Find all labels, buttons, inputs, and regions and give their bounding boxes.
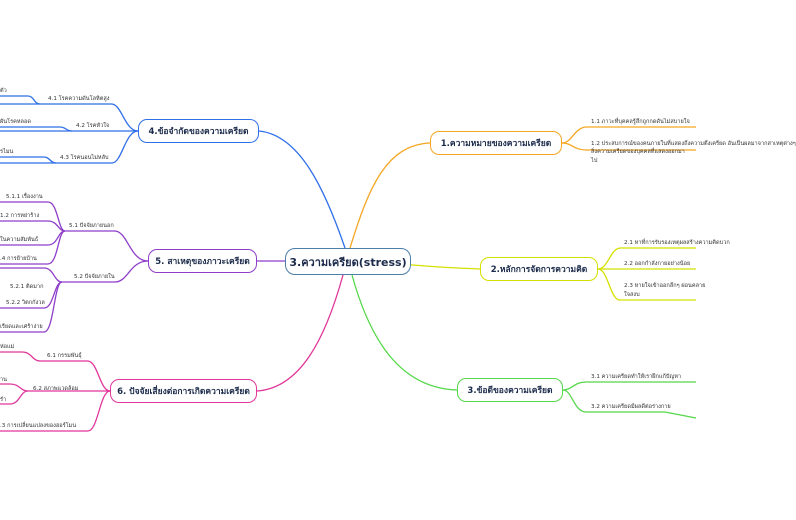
leaf-3-2[interactable]: 3.2 ความเครียดมีผลดีต่อร่างกาย: [591, 404, 671, 410]
branch-5-label: 5. สาเหตุของภาวะเครียด: [155, 257, 250, 267]
leaf-4-3[interactable]: 4.3 โรคนอนไม่หลับ: [60, 155, 109, 161]
branch-1-label: 1.ความหมายของความเครียด: [440, 139, 552, 149]
leaf-4-2-1[interactable]: ผันโรคหลอด: [0, 119, 31, 125]
leaf-2-3-cont: ใจสงบ: [624, 292, 640, 298]
branch-node-4[interactable]: 4.ข้อจำกัดของความเครียด: [138, 119, 259, 143]
branch-node-5[interactable]: 5. สาเหตุของภาวะเครียด: [148, 249, 257, 273]
leaf-6-2-2[interactable]: รำ: [0, 397, 7, 403]
branch-6-label: 6. ปัจจัยเสี่ยงต่อการเกิดความเครียด: [117, 387, 250, 397]
root-label: 3.ความเครียด(stress): [289, 255, 407, 269]
leaf-6-2[interactable]: 6.2 สภาพแวดล้อม: [33, 386, 79, 392]
branch-node-6[interactable]: 6. ปัจจัยเสี่ยงต่อการเกิดความเครียด: [110, 379, 257, 403]
leaf-6-3[interactable]: .3 การเปลี่ยนแปลงของฮอร์โมน: [0, 423, 77, 429]
leaf-4-1-1[interactable]: ตัว: [0, 88, 7, 94]
branch-2-label: 2.หลักการจัดการความคิด: [490, 265, 588, 275]
branch-3-connectors: [351, 274, 697, 419]
branch-node-3[interactable]: 3.ข้อดีของความเครียด: [457, 378, 563, 402]
leaf-6-2-1[interactable]: าน: [0, 377, 7, 383]
branch-3-label: 3.ข้อดีของความเครียด: [467, 386, 553, 396]
branch-1-connectors: [349, 126, 696, 249]
leaf-5-1-3[interactable]: ในความสัมพันธ์: [0, 237, 39, 243]
leaf-1-2-cont: สิ่งความเครียดของบุคคลที่แสดงออกมา: [591, 149, 685, 155]
leaf-2-1[interactable]: 2.1 หาที่การรับรองเหตุผลสร้างความคิดบวก: [624, 240, 730, 246]
leaf-5-1-1[interactable]: 5.1.1 เรื่องงาน: [6, 194, 43, 200]
leaf-5-1-4[interactable]: .4 การย้ายบ้าน: [0, 256, 37, 262]
leaf-5-1[interactable]: 5.1 ปัจจัยภายนอก: [69, 223, 114, 229]
leaf-5-2-2[interactable]: 5.2.2 วิตกกังวล: [6, 300, 45, 306]
leaf-1-2[interactable]: 1.2 ประสบการณ์ของคนภายในที่แสดงถึงความตึ…: [591, 141, 796, 147]
leaf-5-2-1[interactable]: 5.2.1 ติดมาก: [10, 284, 44, 290]
branch-6-connectors: [0, 274, 344, 432]
leaf-6-1[interactable]: 6.1 กรรมพันธุ์: [47, 353, 82, 359]
branch-5-connectors: [0, 201, 285, 333]
leaf-4-3-1[interactable]: รไมน: [0, 149, 14, 155]
root-node[interactable]: 3.ความเครียด(stress): [285, 248, 411, 275]
leaf-3-1[interactable]: 3.1 ความเครียดทำให้เราฝึกแก้ปัญหา: [591, 374, 682, 380]
branch-node-1[interactable]: 1.ความหมายของความเครียด: [430, 131, 562, 155]
branch-4-label: 4.ข้อจำกัดของความเครียด: [148, 127, 249, 137]
leaf-4-2[interactable]: 4.2 โรคหัวใจ: [76, 123, 110, 129]
leaf-2-2[interactable]: 2.2 ออกกำลังกายอย่างน้อย: [624, 261, 691, 267]
branch-4-connectors: [0, 95, 346, 249]
branch-node-2[interactable]: 2.หลักการจัดการความคิด: [480, 257, 598, 281]
leaf-6-1-1[interactable]: ห่อแม่: [0, 344, 15, 350]
leaf-2-3[interactable]: 2.3 หายใจเข้าออกลึกๆ ผ่อนคลาย: [624, 283, 706, 289]
leaf-4-1[interactable]: 4.1 โรคความดันโลหิตสูง: [48, 96, 110, 102]
leaf-5-2[interactable]: 5.2 ปัจจัยภายใน: [74, 274, 115, 280]
leaf-1-1[interactable]: 1.1 ภาวะที่บุคคลรู้สึกถูกกดดันไม่สบายใจ: [591, 119, 690, 125]
leaf-1-3: ไป: [591, 158, 598, 164]
leaf-5-2-3[interactable]: เรียดและเศร้าง่าย: [0, 324, 43, 330]
leaf-5-1-2[interactable]: 1.2 การหย่าร้าง: [0, 213, 40, 219]
mind-map-connectors: [0, 95, 697, 432]
